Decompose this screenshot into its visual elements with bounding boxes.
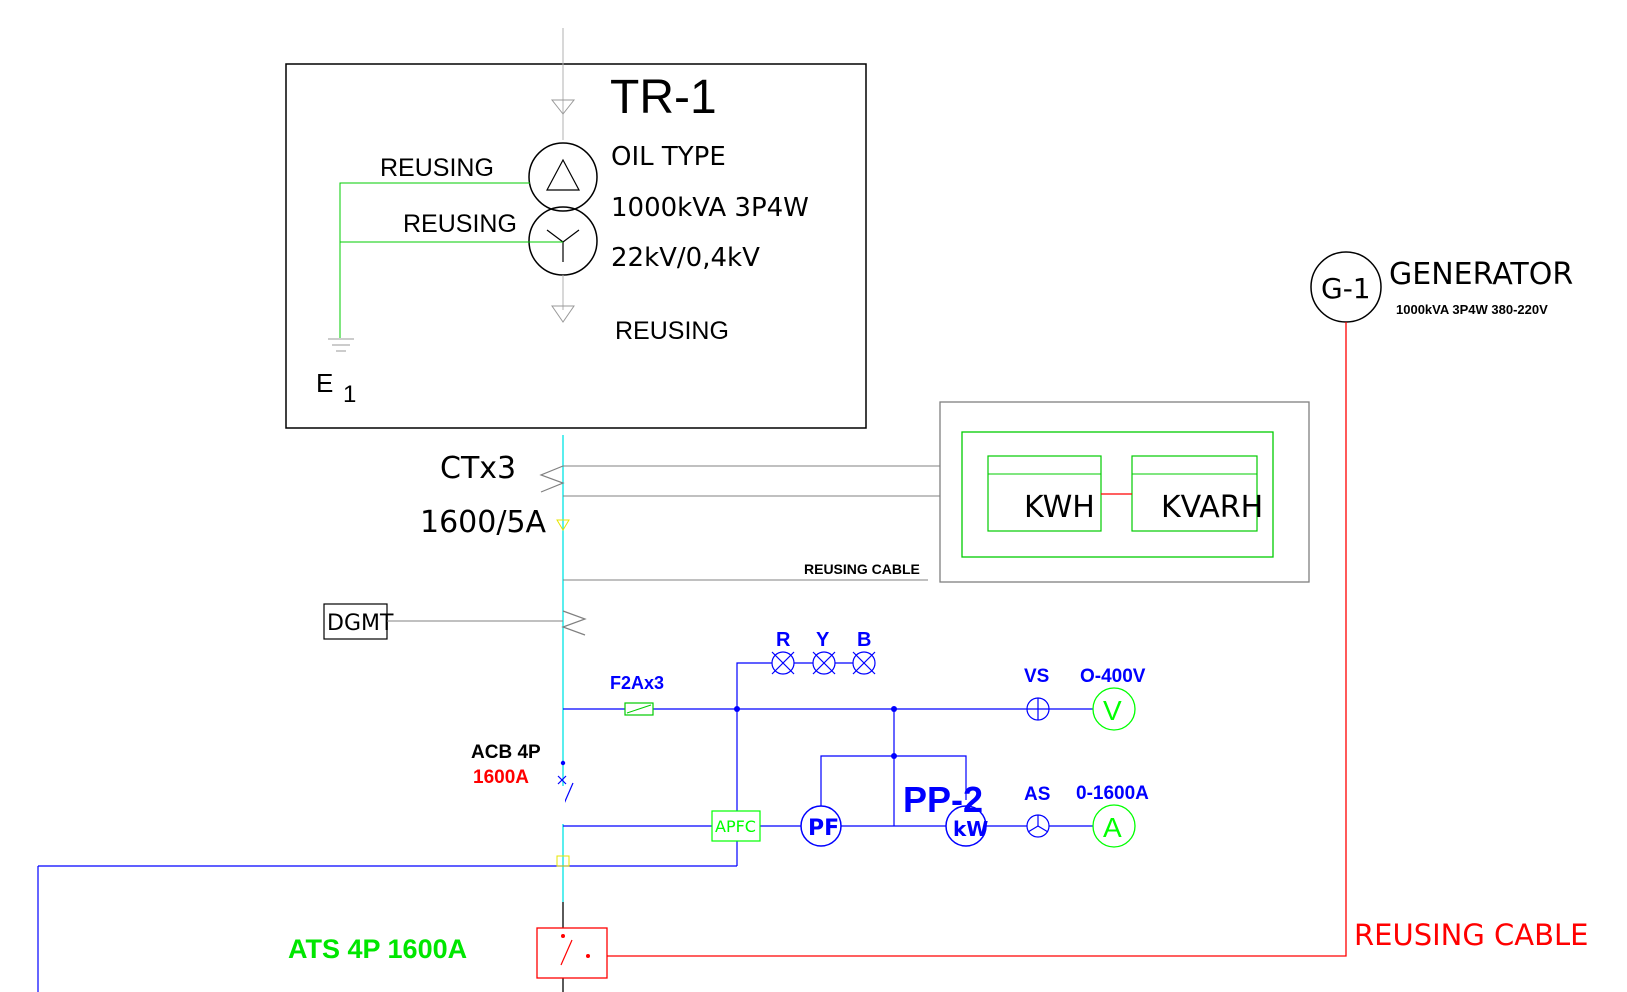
- transformer-name: TR-1: [610, 71, 717, 124]
- outgoing-arrow-icon: [551, 305, 575, 323]
- generator-symbol: G-1: [1321, 272, 1371, 305]
- transformer-secondary-icon: [528, 206, 598, 276]
- kvarh-label: KVARH: [1161, 490, 1263, 525]
- vs-label: VS: [1024, 666, 1049, 687]
- pf-label: PF: [808, 816, 839, 841]
- ct-icon: [539, 465, 565, 493]
- ammeter-switch-icon: [1026, 814, 1050, 838]
- delta-winding-icon: [546, 158, 580, 191]
- voltmeter-switch-icon: [1026, 697, 1050, 721]
- ats-label: ATS 4P 1600A: [288, 934, 467, 964]
- transformer-rating: 1000kVA 3P4W: [611, 193, 809, 223]
- ground-conductor: [339, 182, 530, 338]
- voltmeter-range: O-400V: [1080, 666, 1146, 687]
- indicator-lamp-r-icon: [771, 651, 795, 675]
- ats-contact-2: [586, 954, 590, 958]
- earth-letter: E: [316, 368, 333, 398]
- ct-ratio: 1600/5A: [420, 505, 547, 540]
- ammeter-icon: [1092, 804, 1136, 848]
- transformer-primary-icon: [528, 142, 598, 212]
- acb-rating: 1600A: [473, 767, 529, 788]
- transformer-voltage: 22kV/0,4kV: [611, 243, 760, 273]
- ats-switch-blade: [560, 939, 573, 966]
- panel-name: PP-2: [903, 779, 983, 820]
- earth-icon: [328, 338, 354, 352]
- lamp-r-label: R: [776, 629, 791, 651]
- apfc-label: APFC: [715, 817, 756, 836]
- acb-breaker-icon: [557, 760, 574, 807]
- dgmt-label: DGMT: [327, 611, 394, 636]
- ammeter-symbol: A: [1103, 812, 1122, 843]
- transformer-type: OIL TYPE: [611, 142, 726, 172]
- ct-marker-icon: [556, 519, 570, 531]
- ammeter-range: 0-1600A: [1076, 783, 1149, 804]
- earth-number: 1: [343, 381, 356, 408]
- ct-label: CTx3: [440, 451, 516, 486]
- transformer-label-mid: REUSING: [403, 210, 517, 238]
- lamp-feed-line: [736, 662, 860, 709]
- pf-meter-icon: [800, 805, 842, 847]
- transformer-label-bottom: REUSING: [615, 317, 729, 345]
- generator-rating: 1000kVA 3P4W 380-220V: [1396, 302, 1548, 317]
- apfc-box: [711, 810, 761, 842]
- dgmt-ct-icon: [561, 610, 587, 636]
- node-dot-3: [891, 753, 897, 759]
- indicator-lamp-y-icon: [812, 651, 836, 675]
- as-label: AS: [1024, 784, 1050, 805]
- fuse-label: F2Ax3: [610, 673, 664, 693]
- kw-meter-icon: [945, 805, 987, 847]
- wye-winding-icon: [546, 229, 580, 262]
- generator-cable-label: REUSING CABLE: [1354, 918, 1589, 952]
- bus-marker-icon: [556, 855, 570, 867]
- generator-name: GENERATOR: [1389, 257, 1573, 292]
- generator-cable: [607, 322, 1347, 957]
- transformer-enclosure: [285, 63, 867, 429]
- kw-label: kW: [953, 817, 988, 841]
- fuse-element: [626, 704, 652, 714]
- ats-box: [536, 927, 608, 979]
- meter-panel-outer: [939, 401, 1310, 583]
- lamp-b-label: B: [857, 629, 871, 651]
- ats-contact-1: [561, 934, 565, 938]
- lamp-y-label: Y: [816, 629, 830, 651]
- voltmeter-icon: [1092, 687, 1136, 731]
- meter-cable-label: REUSING CABLE: [804, 561, 920, 577]
- transformer-label-top: REUSING: [380, 154, 494, 182]
- incoming-arrow-icon: [550, 99, 576, 115]
- acb-label: ACB 4P: [471, 742, 541, 763]
- acb-gap-mask: [561, 786, 565, 824]
- voltmeter-symbol: V: [1103, 695, 1122, 726]
- meter-panel-inner: [961, 431, 1274, 558]
- indicator-lamp-b-icon: [852, 651, 876, 675]
- kwh-label: KWH: [1024, 490, 1095, 525]
